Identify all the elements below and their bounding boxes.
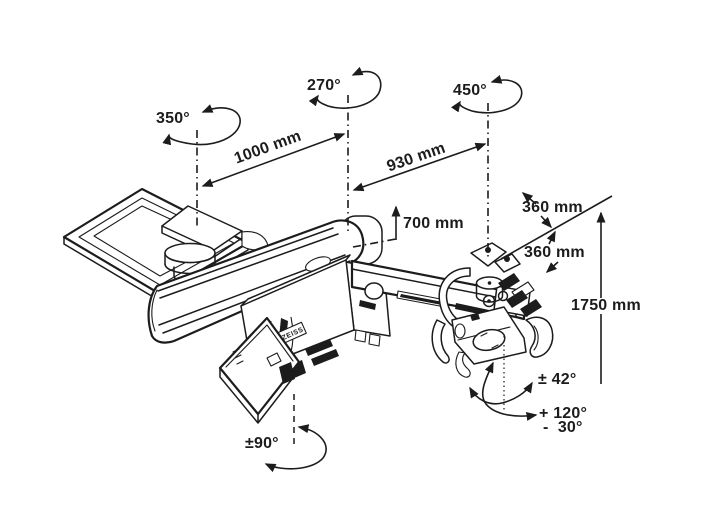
- rotation-270-label: 270°: [307, 77, 341, 94]
- tilt-42-label: ± 42°: [538, 371, 577, 388]
- rotation-arrow-350-icon: [162, 104, 241, 146]
- dimension-360-upper-label: 360 mm: [522, 199, 583, 216]
- dimension-930-arrow: [352, 142, 487, 192]
- tilt-arrow-120-30-icon: [481, 361, 538, 421]
- rotation-arrow-90-icon: [264, 424, 327, 473]
- tilt-arrow-42-icon: [469, 381, 533, 405]
- rotation-arrow-450-icon: [450, 74, 523, 114]
- rotation-450-label: 450°: [453, 82, 487, 99]
- dimension-1750-label: 1750 mm: [568, 298, 644, 314]
- control-panel: [218, 316, 301, 424]
- tilt-30-label: - 30°: [543, 419, 583, 436]
- rotation-90-label: ±90°: [245, 435, 279, 452]
- dimension-360-lower-label: 360 mm: [524, 244, 585, 261]
- dimension-700-label: 700 mm: [403, 215, 464, 232]
- leader-360-lower-in: [546, 230, 556, 245]
- leader-360-upper-out: [521, 192, 537, 205]
- dimension-lines: [201, 133, 613, 384]
- rotation-350-label: 350°: [156, 110, 190, 127]
- dimension-1000-arrow: [201, 133, 346, 187]
- leader-360-upper-in: [540, 215, 553, 229]
- leader-700: [352, 238, 397, 248]
- rotation-arrow-270-icon: [308, 66, 382, 109]
- microscope-suspension: [431, 242, 554, 378]
- arm-axis-line: [500, 195, 613, 260]
- leader-360-lower-out: [545, 261, 559, 274]
- rotation-arrows: [162, 66, 538, 473]
- tilt-120-label: + 120°: [539, 405, 588, 422]
